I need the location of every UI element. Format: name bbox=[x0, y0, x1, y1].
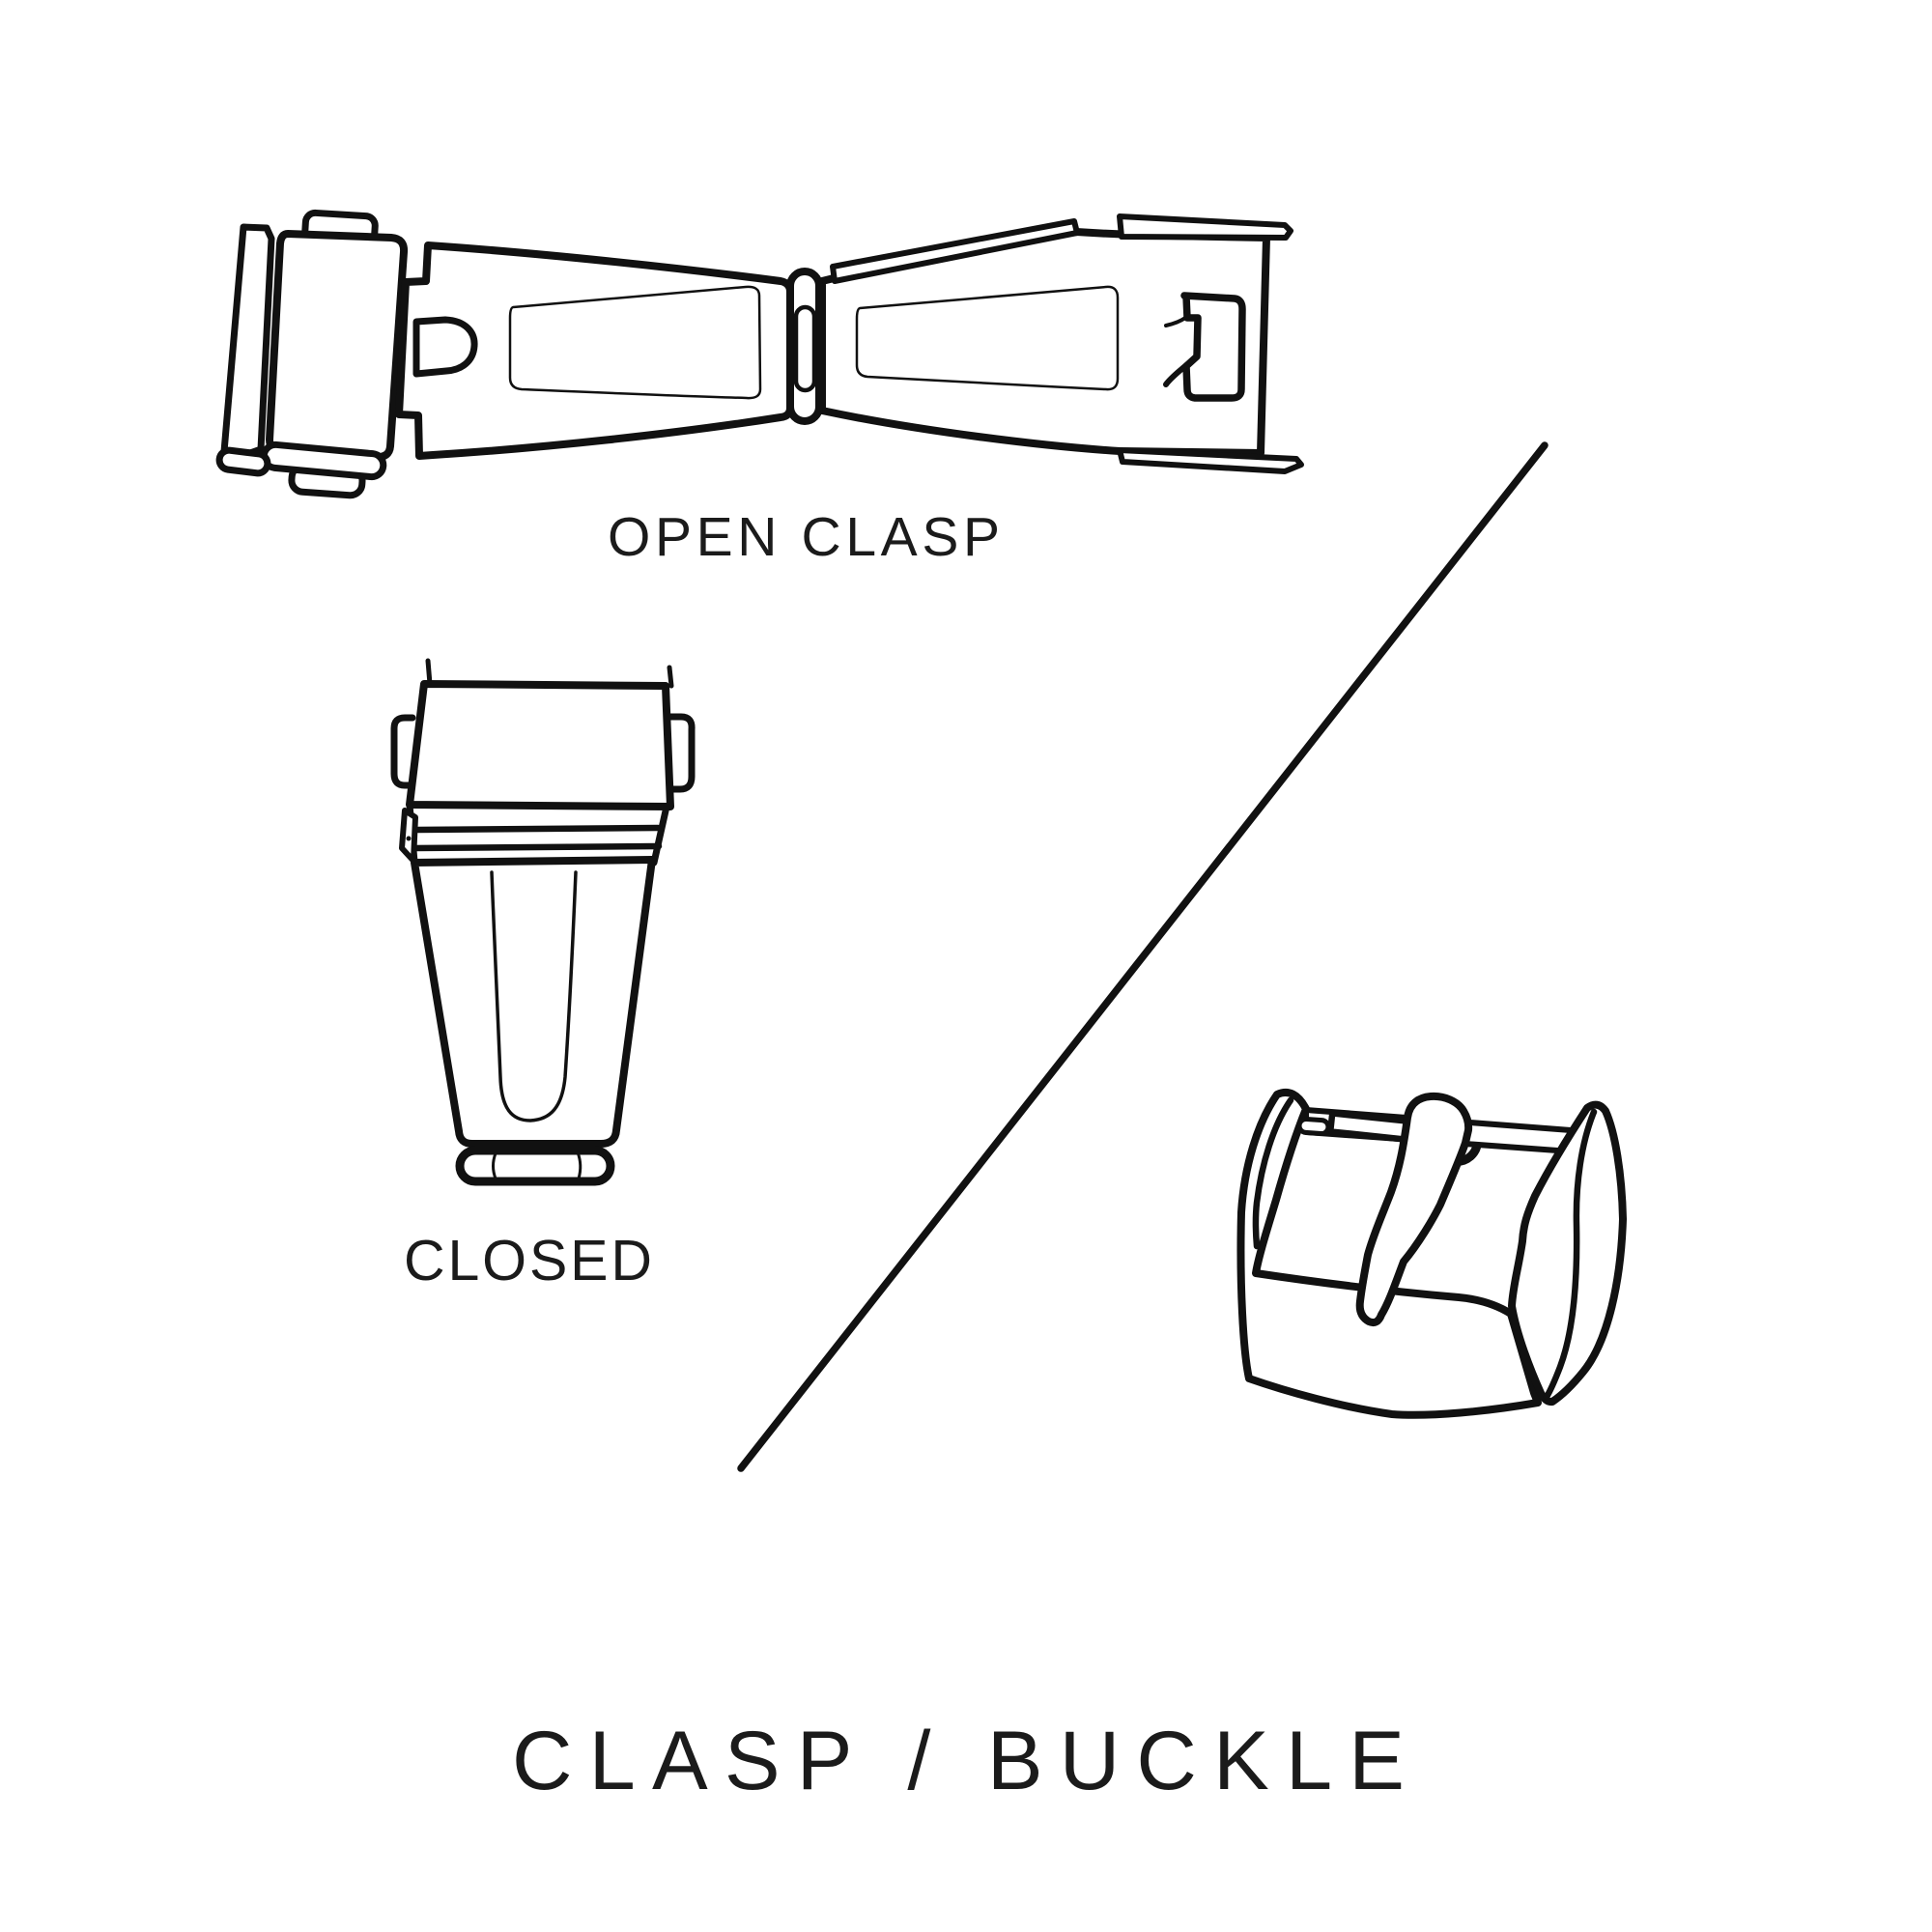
svg-text:CLASP / BUCKLE: CLASP / BUCKLE bbox=[512, 1715, 1426, 1807]
svg-text:CLOSED: CLOSED bbox=[404, 1229, 666, 1293]
svg-text:OPEN CLASP: OPEN CLASP bbox=[608, 506, 1013, 568]
